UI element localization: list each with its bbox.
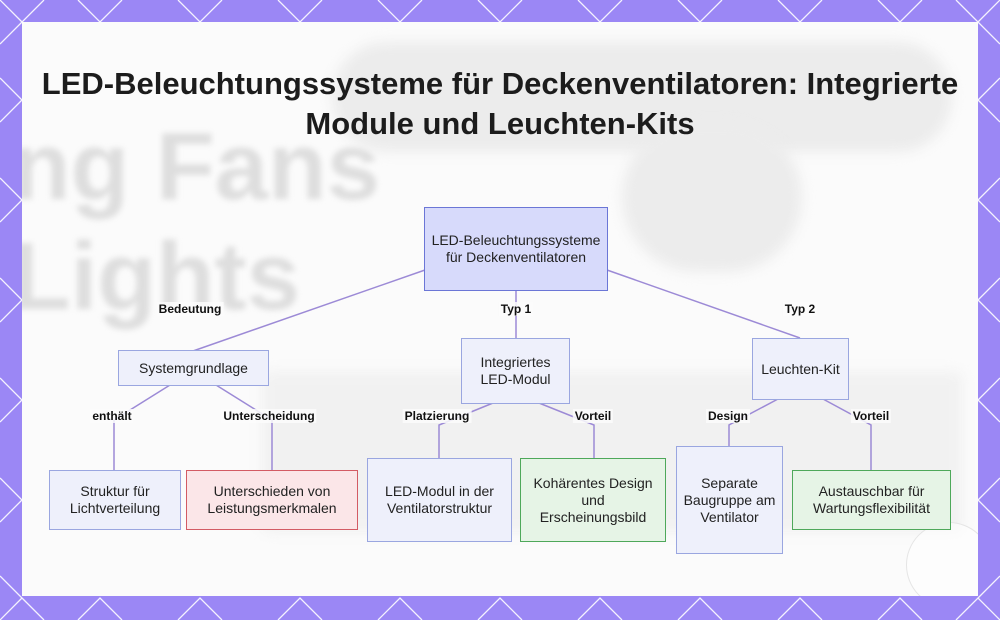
node-leuchten-kit: Leuchten-Kit <box>752 338 849 400</box>
edge-label-typ1: Typ 1 <box>498 302 534 316</box>
node-unterschieden: Unterschieden von Leistungsmerkmalen <box>186 470 358 530</box>
edge-kit-austauschbar <box>822 398 872 470</box>
node-systemgrundlage: Systemgrundlage <box>118 350 269 386</box>
background-fan-blade <box>332 42 952 152</box>
node-separate: Separate Baugruppe am Ventilator <box>676 446 783 554</box>
edge-label-design: Design <box>705 409 751 423</box>
node-led-modul: LED-Modul in der Ventilatorstruktur <box>367 458 512 542</box>
node-root: LED-Beleuchtungssysteme für Deckenventil… <box>424 207 608 291</box>
edge-root-leuchtenkit <box>606 269 801 339</box>
edge-label-vorteil-1: Vorteil <box>572 409 614 423</box>
edge-label-bedeutung: Bedeutung <box>156 302 224 316</box>
edge-int-ledmodul <box>438 402 494 458</box>
node-kohaerentes: Kohärentes Design und Erscheinungsbild <box>520 458 666 542</box>
edge-sys-unterschieden <box>215 384 273 470</box>
edge-sys-struktur <box>113 384 171 470</box>
edge-label-unterscheidung: Unterscheidung <box>221 409 317 423</box>
edge-int-kohaerentes <box>538 402 595 458</box>
edge-label-platzierung: Platzierung <box>402 409 472 423</box>
edge-label-enthaelt: enthält <box>90 409 134 423</box>
background-text-1: ng Fans <box>22 113 381 220</box>
edge-label-typ2: Typ 2 <box>782 302 818 316</box>
edge-kit-separate <box>728 398 779 446</box>
watermark-badge <box>906 522 978 596</box>
edge-label-vorteil-2: Vorteil <box>850 409 892 423</box>
edge-root-systemgrundlage <box>192 269 426 352</box>
page-title: LED-Beleuchtungssysteme für Deckenventil… <box>41 66 959 141</box>
background-fan-body <box>622 122 802 272</box>
node-struktur: Struktur für Lichtverteilung <box>49 470 181 530</box>
node-integriertes-led-modul: Integriertes LED-Modul <box>461 338 570 404</box>
node-austauschbar: Austauschbar für Wartungsflexibilität <box>792 470 951 530</box>
